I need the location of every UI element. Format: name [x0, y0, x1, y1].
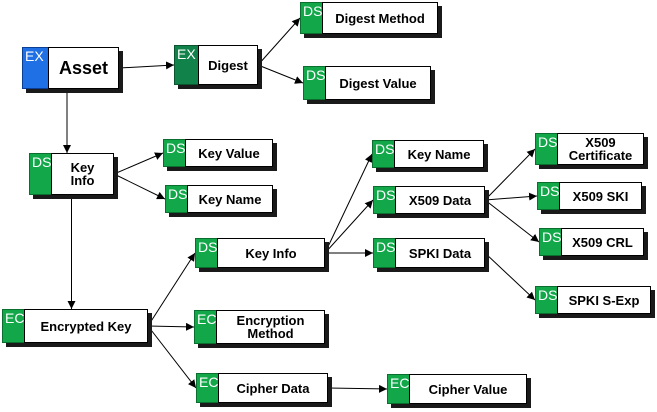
node-type-label: DS: [166, 140, 186, 156]
edge-x509-data-to-x509-cert: [484, 148, 536, 201]
node-type-tab: DS: [163, 139, 187, 167]
edge-key-info-mid-to-x509-data: [324, 199, 374, 254]
edge-spki-data-to-spki-sexp: [484, 252, 536, 301]
node-type-label: DS: [303, 3, 323, 19]
node-type-label: DS: [538, 287, 558, 303]
node-label: SPKI Data: [395, 238, 485, 268]
node-type-label: DS: [542, 229, 562, 245]
node-label: Digest: [198, 45, 258, 85]
edge-x509-data-to-x509-ski: [484, 192, 538, 201]
node-type-tab: DS: [373, 186, 397, 214]
node-label: SPKI S-Exp: [557, 286, 651, 314]
node-label: Key Value: [185, 139, 273, 167]
node-type-tab: DS: [29, 153, 53, 195]
node-label: Cipher Value: [409, 374, 527, 404]
node-type-tab: DS: [165, 185, 189, 213]
edge-key-info-top-to-key-value: [113, 152, 164, 175]
node-type-label: DS: [376, 239, 396, 255]
node-type-label: DS: [198, 239, 218, 255]
node-type-label: DS: [168, 186, 188, 202]
node-type-tab: EX: [22, 47, 50, 89]
node-type-tab: EC: [196, 373, 220, 403]
edge-key-info-top-to-key-name-left: [113, 173, 166, 200]
node-type-tab: EC: [2, 309, 26, 343]
node-label: Key Name: [394, 140, 484, 168]
node-type-label: DS: [32, 154, 52, 170]
node-type-label: DS: [540, 183, 560, 199]
node-label: Key Info: [51, 153, 114, 195]
node-type-label: DS: [538, 134, 558, 150]
node-type-label: EX: [177, 46, 196, 62]
node-type-tab: DS: [535, 133, 559, 165]
node-label: Key Info: [217, 238, 325, 268]
edge-key-info-mid-to-key-name-right: [324, 153, 373, 254]
node-type-label: DS: [376, 187, 396, 203]
node-type-label: EC: [199, 374, 219, 390]
node-label: X509 CRL: [561, 228, 644, 256]
edge-encrypted-key-to-encryption-method: [147, 322, 195, 331]
edge-digest-to-digest-value: [257, 64, 304, 84]
edge-digest-to-digest-method: [257, 17, 301, 66]
edge-encrypted-key-to-key-info-mid: [147, 252, 196, 327]
node-label: Asset: [48, 47, 119, 89]
node-type-label: EC: [5, 310, 25, 326]
node-type-label: EX: [25, 48, 44, 64]
node-label: Digest Value: [325, 66, 431, 100]
node-type-tab: DS: [195, 238, 219, 268]
node-type-label: EC: [197, 311, 217, 327]
node-type-tab: EC: [387, 374, 411, 404]
node-type-tab: DS: [372, 140, 396, 168]
edge-encrypted-key-to-cipher-data: [147, 325, 197, 389]
node-type-tab: DS: [373, 238, 397, 268]
node-type-label: DS: [375, 141, 395, 157]
node-type-tab: DS: [300, 2, 324, 34]
node-label: X509 Certificate: [557, 133, 644, 165]
node-label: X509 Data: [395, 186, 485, 214]
node-type-tab: DS: [537, 182, 561, 210]
edge-asset-to-digest: [118, 61, 175, 70]
node-type-tab: DS: [303, 66, 327, 100]
node-type-label: DS: [306, 67, 326, 83]
node-label: Cipher Data: [218, 373, 328, 403]
node-type-tab: DS: [539, 228, 563, 256]
node-type-tab: DS: [535, 286, 559, 314]
node-type-label: EC: [390, 375, 410, 391]
edge-cipher-data-to-cipher-value: [327, 384, 388, 393]
node-type-tab: EX: [174, 45, 200, 85]
node-label: Digest Method: [322, 2, 438, 34]
node-type-tab: EC: [194, 310, 218, 344]
node-label: Encrypted Key: [24, 309, 148, 343]
edge-x509-data-to-x509-crl: [484, 199, 540, 243]
node-label: Key Name: [187, 185, 273, 213]
node-label: Encryption Method: [216, 310, 325, 344]
node-label: X509 SKI: [559, 182, 642, 210]
